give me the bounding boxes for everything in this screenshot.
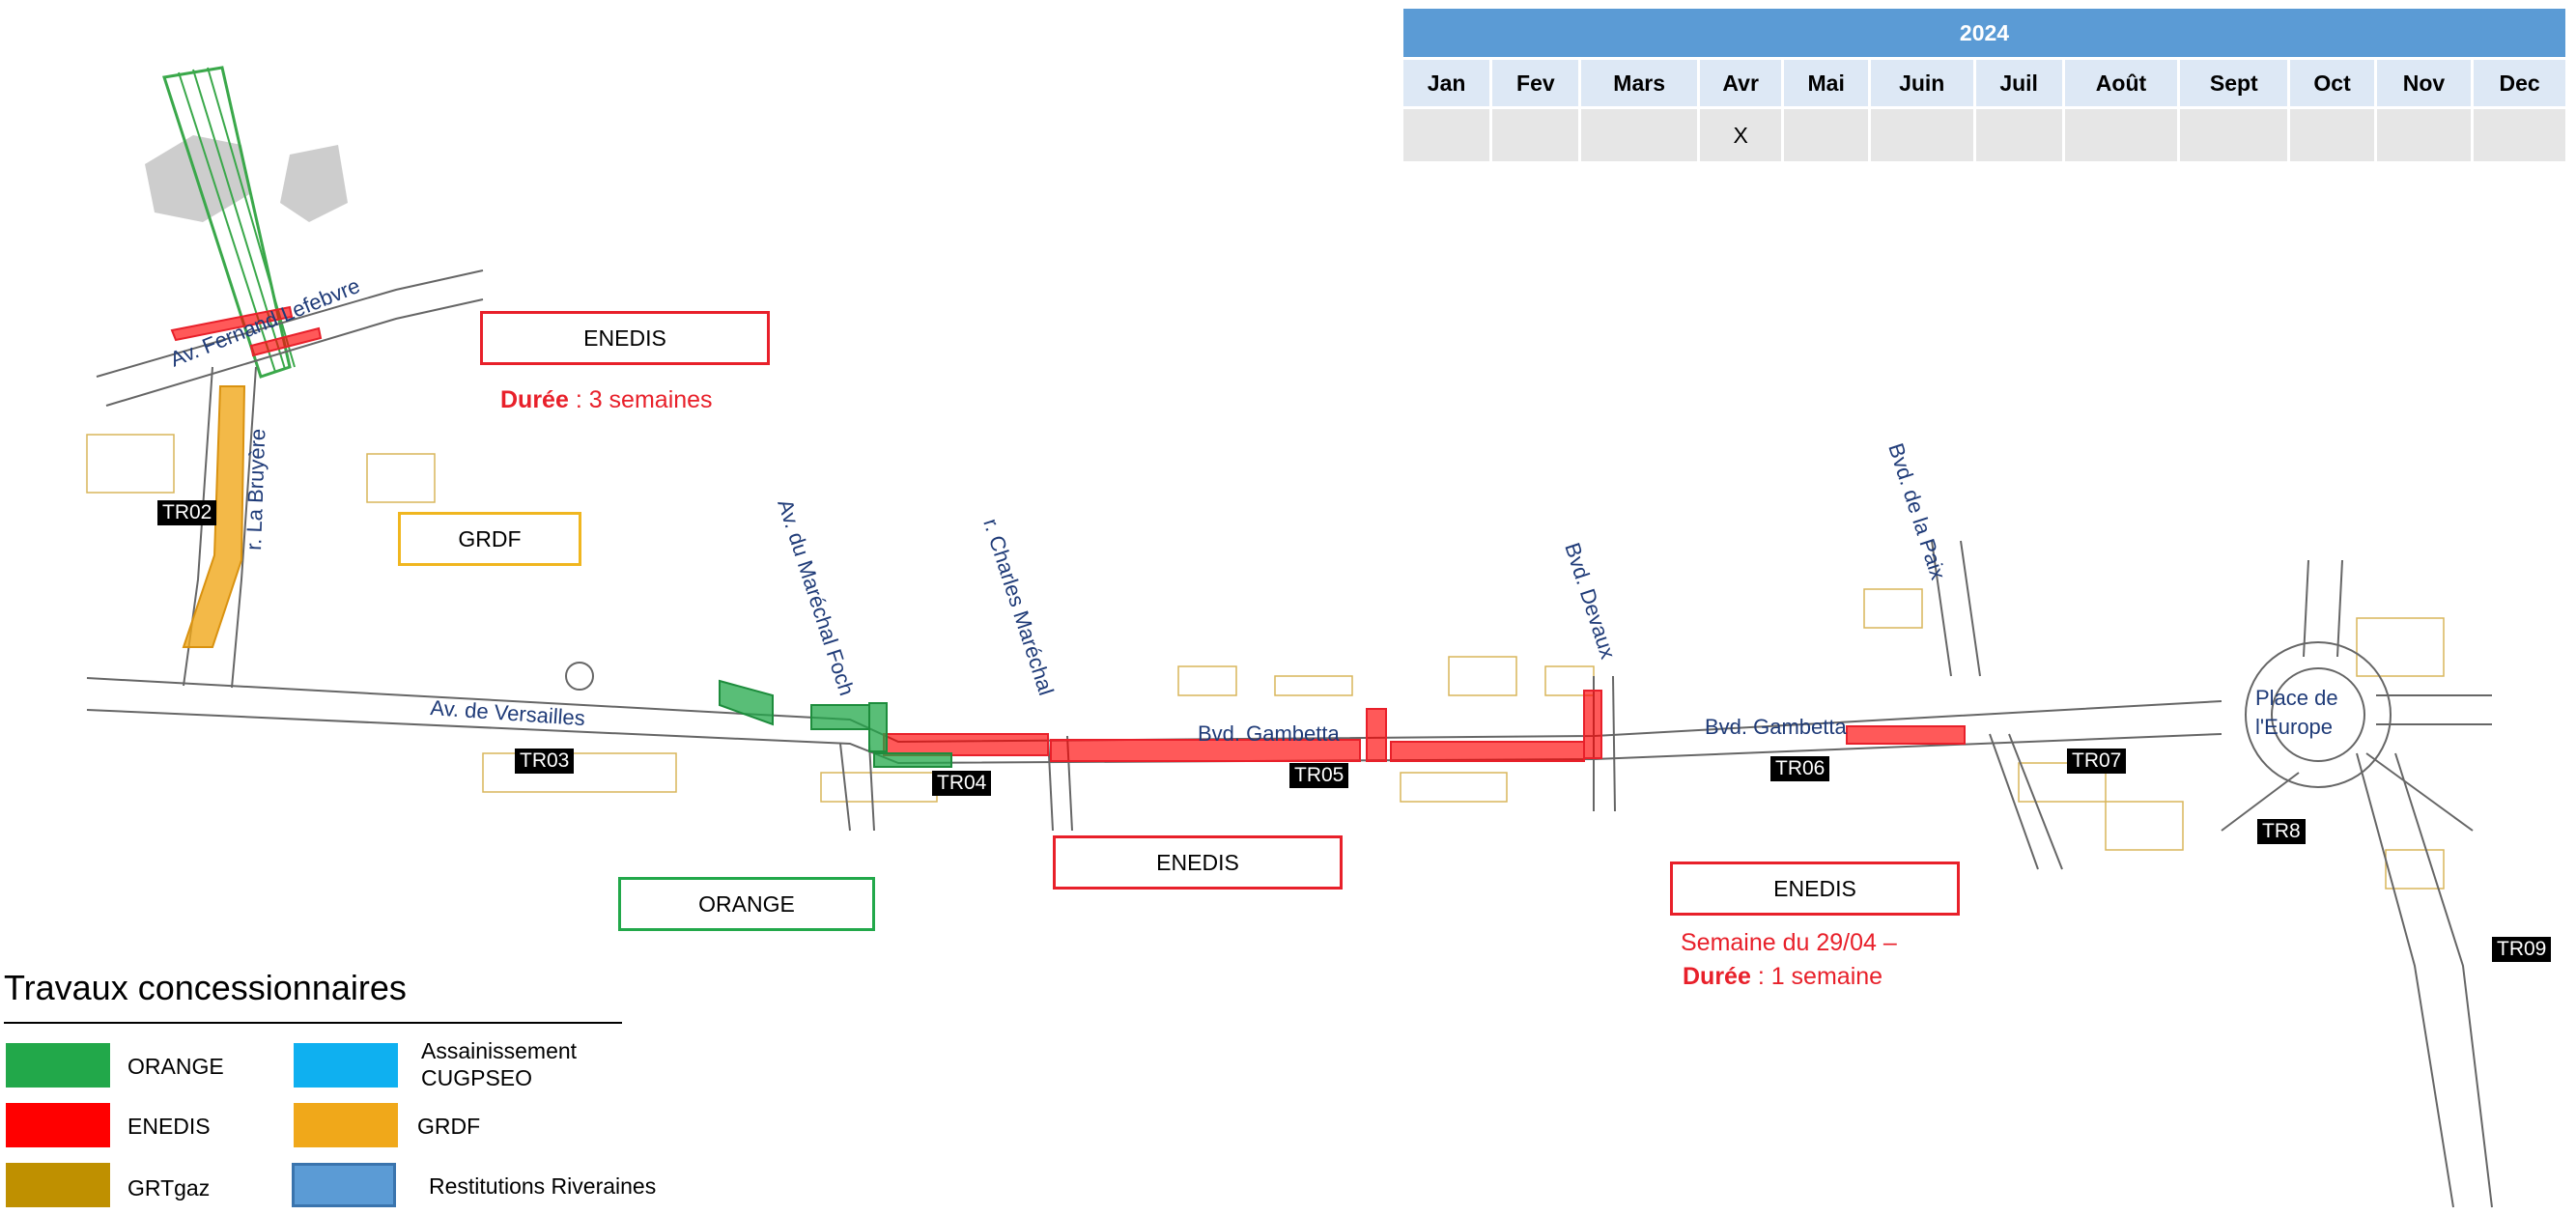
legend-swatch xyxy=(292,1163,396,1207)
month-mai: Mai xyxy=(1784,60,1868,106)
duration-label: Durée xyxy=(500,386,569,413)
mark-mars xyxy=(1581,109,1697,161)
label-charles-marechal: r. Charles Maréchal xyxy=(978,516,1059,698)
legend-swatch xyxy=(6,1103,110,1147)
legend-label: GRTgaz xyxy=(127,1175,211,1201)
legend-label: ORANGE xyxy=(127,1054,224,1079)
legend-label: ENEDIS xyxy=(127,1114,211,1139)
building-outlines xyxy=(86,434,2445,890)
enedis-zones xyxy=(170,305,1966,762)
label-de-la-paix: Bvd. de la Paix xyxy=(1883,440,1950,582)
month-jan: Jan xyxy=(1403,60,1490,106)
label-fernand-lefebvre: Av. Fernand Lefebvre xyxy=(167,273,364,372)
orange-zones xyxy=(719,679,952,768)
roundabout-place-europe xyxy=(2245,641,2392,788)
roundabout-small xyxy=(565,662,594,691)
legend-swatch xyxy=(294,1103,398,1147)
month-juil: Juil xyxy=(1975,60,2062,106)
month-nov: Nov xyxy=(2376,60,2472,106)
label-place-europe-1: Place de xyxy=(2255,686,2338,710)
mark-juil xyxy=(1975,109,2062,161)
mark-oct xyxy=(2290,109,2374,161)
calendar-year: 2024 xyxy=(1403,9,2565,57)
duration-label: Durée xyxy=(1683,963,1751,990)
duration-enedis-3: Durée : 1 semaine xyxy=(1683,963,1882,991)
callout-enedis-2: ENEDIS xyxy=(1053,835,1343,890)
callout-enedis-3: ENEDIS xyxy=(1670,862,1960,916)
month-dec: Dec xyxy=(2474,60,2565,106)
legend-divider xyxy=(4,1022,622,1024)
label-marechal-foch: Av. du Maréchal Foch xyxy=(773,496,859,698)
month-oct: Oct xyxy=(2290,60,2374,106)
label-devaux: Bvd. Devaux xyxy=(1560,540,1620,662)
legend: Travaux concessionnaires ORANGE Assainis… xyxy=(0,962,676,1215)
legend-swatch xyxy=(294,1043,398,1088)
duration-value: : 1 semaine xyxy=(1750,963,1883,990)
callout-enedis-1: ENEDIS xyxy=(480,311,770,365)
legend-title: Travaux concessionnaires xyxy=(4,968,407,1007)
section-tr8: TR8 xyxy=(2257,819,2306,844)
label-gambetta-1: Bvd. Gambetta xyxy=(1198,721,1341,746)
section-tr06: TR06 xyxy=(1770,756,1830,781)
mark-sept xyxy=(2180,109,2288,161)
mark-jan xyxy=(1403,109,1490,161)
mark-mai xyxy=(1784,109,1868,161)
mark-aout xyxy=(2064,109,2178,161)
section-tr07: TR07 xyxy=(2067,749,2127,774)
label-place-europe-2: l'Europe xyxy=(2255,715,2333,739)
callout-orange: ORANGE xyxy=(618,877,875,931)
month-mars: Mars xyxy=(1581,60,1697,106)
legend-label: Assainissement CUGPSEO xyxy=(421,1038,578,1090)
section-tr03: TR03 xyxy=(515,749,575,774)
callout-grdf: GRDF xyxy=(398,512,581,566)
legend-swatch xyxy=(6,1043,110,1088)
duration-value: : 3 semaines xyxy=(568,386,713,413)
mark-juin xyxy=(1870,109,1973,161)
month-fev: Fev xyxy=(1492,60,1579,106)
mark-nov xyxy=(2376,109,2472,161)
month-sept: Sept xyxy=(2180,60,2288,106)
calendar-2024: 2024 Jan Fev Mars Avr Mai Juin Juil Août… xyxy=(1401,6,2568,164)
legend-swatch xyxy=(6,1163,110,1207)
section-tr09: TR09 xyxy=(2492,937,2552,962)
duration-enedis-1: Durée : 3 semaines xyxy=(500,386,713,414)
label-la-bruyere: r. La Bruyère xyxy=(241,428,269,551)
calendar-marks-row: X xyxy=(1403,109,2565,161)
mark-avr: X xyxy=(1699,109,1782,161)
calendar-months-row: Jan Fev Mars Avr Mai Juin Juil Août Sept… xyxy=(1403,60,2565,106)
month-juin: Juin xyxy=(1870,60,1973,106)
label-gambetta-2: Bvd. Gambetta xyxy=(1705,715,1848,739)
month-avr: Avr xyxy=(1699,60,1782,106)
mark-dec xyxy=(2474,109,2565,161)
section-tr05: TR05 xyxy=(1289,763,1349,788)
legend-label: Restitutions Riveraines xyxy=(429,1173,657,1199)
legend-label: GRDF xyxy=(417,1114,481,1139)
section-tr04: TR04 xyxy=(932,771,992,796)
label-versailles: Av. de Versailles xyxy=(430,695,586,730)
duration-week-enedis-3: Semaine du 29/04 – xyxy=(1681,929,1897,956)
mark-fev xyxy=(1492,109,1579,161)
month-aout: Août xyxy=(2064,60,2178,106)
grdf-zones xyxy=(182,385,246,648)
section-tr02: TR02 xyxy=(157,500,217,525)
